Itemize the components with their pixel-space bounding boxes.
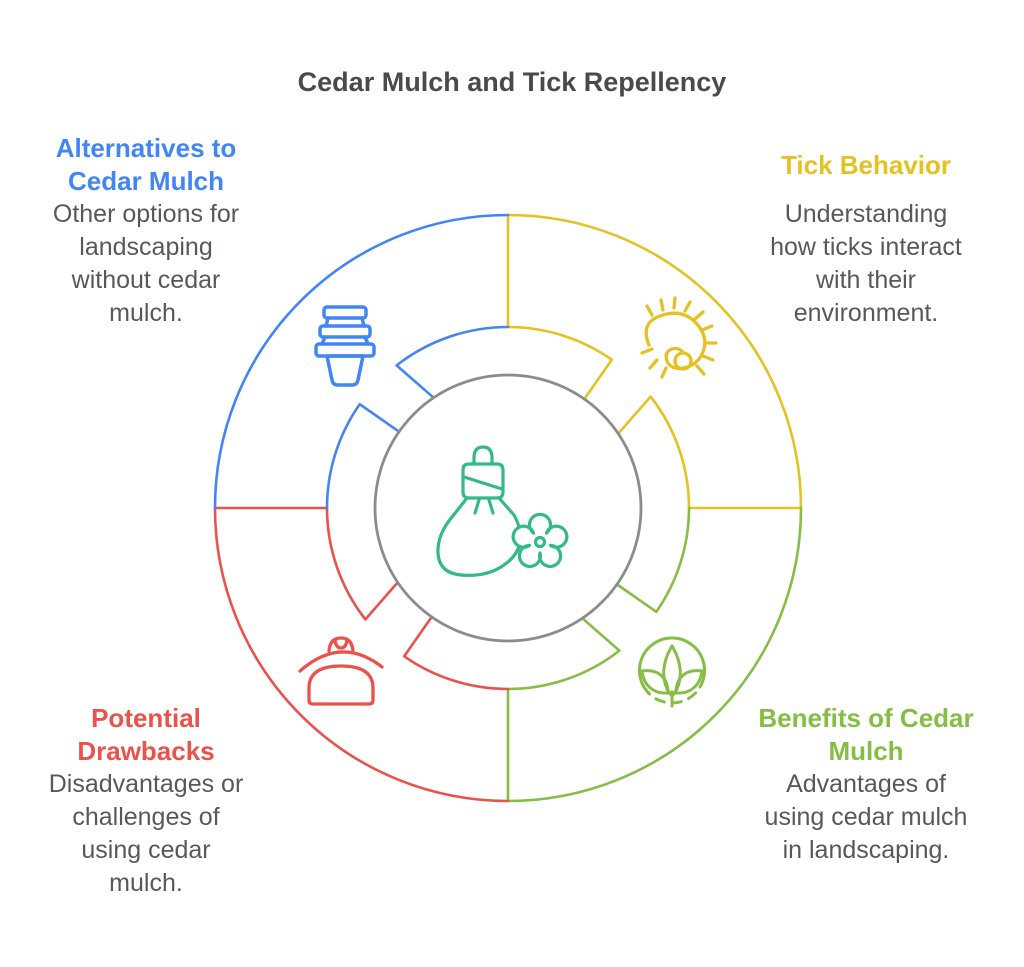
- quadrant-ring-alternatives: [213, 213, 510, 510]
- quadrant-ring-benefits: [506, 506, 803, 803]
- plant-icon: [638, 636, 706, 708]
- bottle-bulb: [436, 513, 522, 577]
- bottle-neck-rays: [450, 496, 516, 519]
- flower-center: [533, 535, 547, 549]
- bottle-collar: [461, 462, 505, 500]
- band-piece-a: [506, 325, 614, 401]
- quadrant-ring-tick-behavior: [506, 213, 803, 510]
- band-piece-b: [395, 325, 510, 400]
- band-piece-b: [506, 617, 621, 691]
- outer-arc: [506, 506, 803, 803]
- outer-arc: [213, 506, 510, 803]
- band-piece-a: [325, 402, 401, 510]
- bottle-collar-stripe: [462, 475, 504, 491]
- band-piece-a: [615, 506, 691, 614]
- band-piece-b: [617, 395, 691, 510]
- band-piece-b: [325, 506, 400, 621]
- band-piece-a: [402, 615, 510, 691]
- tick-icon: [640, 296, 718, 379]
- bottle-cap: [472, 445, 494, 466]
- quadrant-ring-drawbacks: [213, 506, 510, 803]
- perfume-and-flower-icon: [436, 445, 569, 577]
- section-heading: Tick Behavior: [780, 149, 952, 180]
- page-title: Cedar Mulch and Tick Repellency: [297, 67, 727, 97]
- center-circle: [373, 373, 643, 643]
- flower-pots-icon: [314, 305, 376, 387]
- coin-purse-icon: [298, 636, 384, 706]
- outer-arc: [213, 213, 510, 510]
- outer-arc: [506, 213, 803, 510]
